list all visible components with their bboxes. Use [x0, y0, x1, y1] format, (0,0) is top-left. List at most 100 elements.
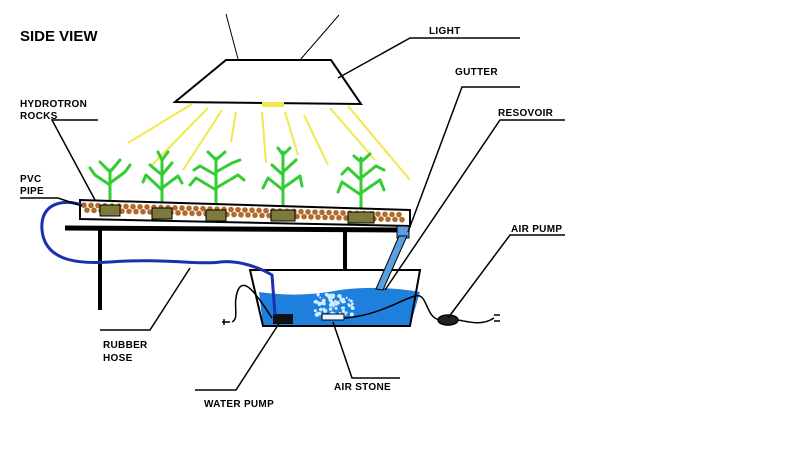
light-shade [172, 59, 363, 106]
rock [172, 205, 178, 211]
rock [144, 204, 150, 210]
label-air-pump: AIR PUMP [511, 224, 562, 235]
rock [294, 213, 300, 220]
light-bulb [262, 102, 284, 107]
rock [382, 211, 388, 218]
plant [88, 158, 132, 207]
bubble [321, 298, 326, 303]
air-pump-plug [494, 314, 500, 322]
diagram-title: SIDE VIEW [20, 28, 98, 45]
air-pump-cord [457, 317, 495, 324]
rock [91, 207, 97, 214]
bubble [316, 294, 320, 297]
rock [84, 207, 90, 213]
power-cords [222, 284, 500, 326]
light-ray [230, 111, 237, 143]
rock [326, 209, 332, 216]
rock [133, 208, 139, 215]
light-ray [261, 111, 267, 164]
drain-pipe [375, 235, 408, 291]
label-water-pump: WATER PUMP [204, 399, 274, 410]
air-stone [321, 313, 345, 321]
bubble [347, 304, 351, 308]
net-pot [99, 204, 121, 217]
rock [196, 210, 202, 217]
net-pots [99, 204, 375, 224]
rock [137, 204, 143, 210]
label-light: LIGHT [429, 26, 461, 37]
leader-lines [20, 37, 565, 391]
rock [385, 216, 391, 223]
bubble [328, 303, 333, 307]
air-line [344, 295, 441, 321]
label-resovoir: RESOVOIR [498, 108, 554, 119]
bubble [334, 306, 338, 310]
bubble [350, 304, 353, 307]
air-pump-body [437, 314, 459, 326]
plant [141, 150, 184, 210]
table [64, 225, 406, 310]
air-pump-leader [447, 234, 565, 319]
rock [147, 209, 153, 215]
rock [259, 212, 265, 219]
bubble [348, 298, 351, 301]
label-hydrotron-line1: HYDROTRON [20, 99, 87, 110]
net-pot [151, 207, 173, 220]
pvc-leader [20, 197, 83, 207]
rock [119, 208, 125, 214]
rock [140, 209, 146, 215]
net-pot [205, 209, 227, 222]
rock [396, 211, 402, 218]
water-pump-leader [195, 321, 281, 391]
bubble [337, 294, 341, 298]
bubble [349, 299, 353, 303]
rock [228, 206, 234, 213]
net-pot [270, 209, 296, 222]
bubble [328, 307, 333, 311]
rock [186, 205, 192, 212]
rock [336, 214, 342, 221]
rock [175, 210, 181, 216]
rock [245, 212, 251, 218]
rock [249, 207, 255, 214]
light-ray [347, 105, 411, 181]
rock [305, 209, 311, 215]
light-hanging-wire-right [299, 14, 340, 61]
rock [343, 215, 349, 221]
light-ray [329, 107, 376, 161]
rock [319, 209, 325, 216]
rock [252, 212, 258, 219]
bubble [317, 303, 321, 307]
label-pvc-line1: PVC [20, 174, 41, 185]
light-leader [337, 37, 520, 79]
rock [266, 212, 272, 219]
rock [123, 203, 129, 210]
hydrotron-leader [50, 119, 98, 201]
light-ray [284, 111, 299, 156]
rock [235, 206, 241, 213]
rock [375, 211, 381, 217]
bubble [327, 296, 332, 300]
rubber-hose-leader [100, 267, 191, 331]
bubble [332, 305, 335, 308]
bubble [340, 299, 346, 304]
rock [88, 202, 94, 209]
label-hydrotron-line2: ROCKS [20, 111, 58, 122]
bubble [323, 308, 328, 313]
bubble [341, 309, 346, 313]
rock [81, 202, 87, 208]
label-pvc-line2: PIPE [20, 186, 44, 197]
light-hanging-wire-left [225, 13, 239, 60]
rock [182, 210, 188, 216]
reservoir [248, 269, 422, 327]
rock [340, 210, 346, 216]
resovoir-leader [384, 119, 565, 291]
rock [179, 205, 185, 211]
label-gutter: GUTTER [455, 67, 498, 78]
label-rubber-line2: HOSE [103, 353, 133, 364]
label-rubber-line1: RUBBER [103, 340, 148, 351]
rock [378, 216, 384, 222]
gutter-leader [407, 86, 520, 233]
rock [231, 211, 237, 218]
